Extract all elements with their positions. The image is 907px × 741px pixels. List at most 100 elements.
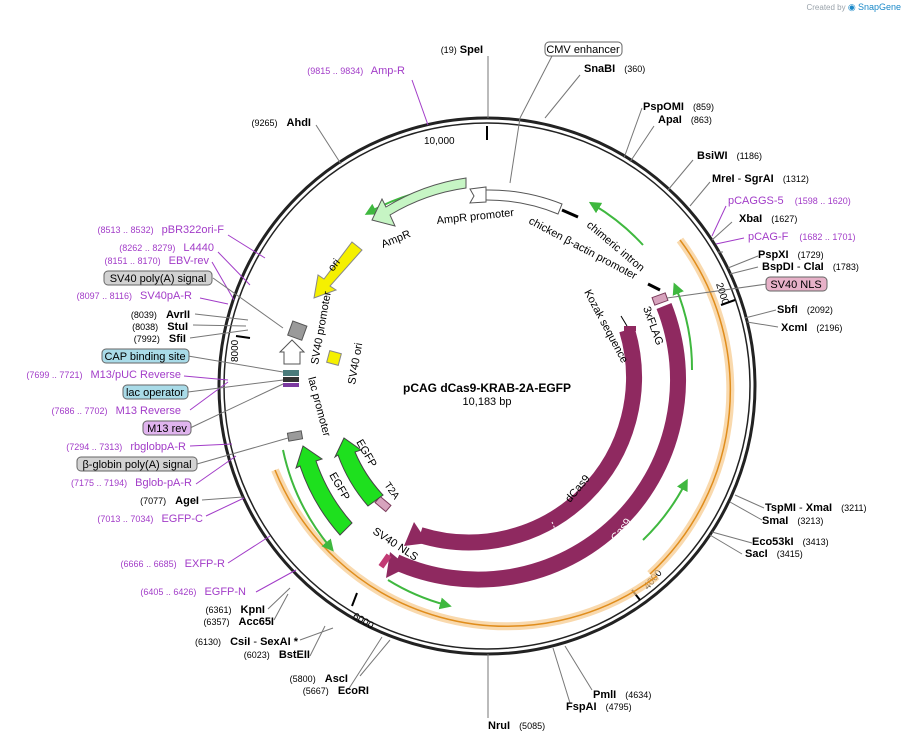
label-lac-promoter: lac promoter <box>305 376 333 438</box>
enzyme-ahdi: (9265) AhdI <box>251 117 311 129</box>
enzyme-spei: (19) SpeI <box>441 44 483 56</box>
chimeric-bar <box>561 208 579 219</box>
backbone-outer <box>217 116 757 656</box>
kozak-line <box>620 315 628 327</box>
orf-green-right-1 <box>672 282 694 371</box>
sv40-nls-marker <box>651 292 669 306</box>
primer-pcag-f: pCAG-F (1682 .. 1701) <box>748 231 855 243</box>
lacop-box <box>122 384 189 400</box>
enzyme-stui: (8038) StuI <box>132 321 188 333</box>
m13rev-box <box>142 420 192 436</box>
primer-ebv-rev: (8151 .. 8170) EBV-rev <box>105 255 210 267</box>
enzyme-avrii: (8039) AvrII <box>131 309 190 321</box>
chicken-actin-promoter-shape <box>485 189 563 215</box>
enzyme-xbai: XbaI (1627) <box>739 213 797 225</box>
sv40nls-marker-2 <box>378 553 392 569</box>
enzyme-bsteii: (6023) BstEII <box>244 649 310 661</box>
chicken-bar <box>647 282 661 292</box>
boxed-labels: CMV enhancer SV40 NLS SV40 poly(A) signa… <box>76 41 828 472</box>
box-leaders <box>187 277 768 465</box>
enzyme-smai: SmaI (3213) <box>762 515 823 527</box>
sv40-ori-box <box>326 350 342 366</box>
enzyme-asci: (5800) AscI <box>290 673 348 685</box>
orf-orange-bottom-line <box>274 469 658 627</box>
label-ampr-promoter: AmpR promoter <box>436 207 515 227</box>
orf-green-topright <box>588 201 644 246</box>
enzyme-bsiwi: BsiWI (1186) <box>697 150 762 162</box>
tick-6000 <box>351 592 358 607</box>
egfp-outer-arrow <box>295 445 353 536</box>
primer-pcaggs-5: pCAGGS-5 (1598 .. 1620) <box>728 195 851 207</box>
tick-8000 <box>235 335 251 339</box>
plasmid-length: 10,183 bp <box>463 396 512 408</box>
enzyme-pspomi: PspOMI (859) <box>643 101 714 113</box>
primer-egfp-c: (7013 .. 7034) EGFP-C <box>97 513 203 525</box>
enzyme-sbfi: SbfI (2092) <box>777 304 833 316</box>
enzyme-sfii: (7992) SfiI <box>134 333 186 345</box>
bglobin-box <box>76 456 198 472</box>
cap-box <box>101 348 190 364</box>
enzyme-mrei: MreI - SgrAI (1312) <box>712 173 809 185</box>
primer-m13-reverse: (7686 .. 7702) M13 Reverse <box>51 405 181 417</box>
sv40-promoter-arrow <box>278 339 306 365</box>
enzyme-fspai: FspAI (4795) <box>566 701 632 713</box>
label-ampr: AmpR <box>380 228 413 251</box>
lac-block-2 <box>283 377 299 382</box>
enzyme-saci: SacI (3415) <box>745 548 803 560</box>
primer-labels: (9815 .. 9834) Amp-R pCAGGS-5 (1598 .. 1… <box>26 65 855 598</box>
ampr-arrow <box>371 177 467 227</box>
sv40polya-label: SV40 poly(A) signal <box>110 273 207 285</box>
enzyme-pmli: PmlI (4634) <box>593 689 651 701</box>
dcas9-inner-head <box>404 522 428 546</box>
cmv-label: CMV enhancer <box>546 44 620 56</box>
lac-block-3 <box>283 383 299 387</box>
enzyme-nrui: NruI (5085) <box>488 720 545 732</box>
enzyme-ecori: (5667) EcoRI <box>303 685 369 697</box>
sv40nls-box-label: SV40 NLS <box>770 279 821 291</box>
flag-marker <box>624 326 636 331</box>
cas9-outer-arc <box>392 303 686 588</box>
dcas9-inner-arc <box>417 327 642 551</box>
enzyme-tspmi: TspMI - XmaI (3211) <box>765 502 866 514</box>
label-sv40-ori: SV40 ori <box>346 342 365 386</box>
enzyme-eco53ki: Eco53kI (3413) <box>752 536 829 548</box>
tick-label-10000: 10,000 <box>424 136 455 147</box>
credit-brand: SnapGene <box>857 2 901 12</box>
primer-egfp-n: (6405 .. 6426) EGFP-N <box>140 586 246 598</box>
cas9-outer-head <box>386 552 408 578</box>
m13rev-label: M13 rev <box>147 423 187 435</box>
enzyme-labels: (19) SpeI SnaBI (360) PspOMI (859) ApaI … <box>131 44 867 732</box>
bglobin-label: β-globin poly(A) signal <box>82 459 191 471</box>
plasmid-name: pCAG dCas9-KRAB-2A-EGFP <box>403 381 571 395</box>
enzyme-agei: (7077) AgeI <box>140 495 199 507</box>
enzyme-acc65i: (6357) Acc65I <box>203 616 274 628</box>
orf-green-bottom <box>387 579 452 610</box>
lac-block-1 <box>283 370 299 376</box>
cmv-box <box>544 41 623 57</box>
credit-line: Created by ◉ SnapGene <box>806 2 901 13</box>
dcas9-dash <box>551 521 559 537</box>
enzyme-pspxi: PspXI (1729) <box>758 249 824 261</box>
credit-prefix: Created by <box>806 3 846 12</box>
enzyme-xcmi: XcmI (2196) <box>781 322 842 334</box>
ori-arrow <box>313 241 363 299</box>
enzyme-bspdi: BspDI - ClaI (1783) <box>762 261 859 273</box>
sv40-promoter-box <box>287 320 308 341</box>
egfp-inner-arrow <box>333 437 384 507</box>
orf-green-left <box>282 449 334 552</box>
cap-label: CAP binding site <box>104 351 185 363</box>
lacop-label: lac operator <box>126 387 184 399</box>
label-ori: ori <box>326 257 343 274</box>
primer-rbglobpa-r: (7294 .. 7313) rbglobpA-R <box>66 441 186 453</box>
primer-sv40pa-r: (8097 .. 8116) SV40pA-R <box>77 290 192 302</box>
orf-green-right-2 <box>642 478 688 541</box>
tick-2000 <box>720 299 736 306</box>
label-kozak: Kozak sequence <box>581 288 630 365</box>
backbone-inner <box>223 122 751 650</box>
primer-leaders <box>183 79 745 593</box>
primer-bglob-pa-r: (7175 .. 7194) Bglob-pA-R <box>71 477 192 489</box>
label-t2a: T2A <box>382 480 402 502</box>
enzyme-snabi: SnaBI (360) <box>584 63 645 75</box>
polya-box <box>286 430 304 442</box>
